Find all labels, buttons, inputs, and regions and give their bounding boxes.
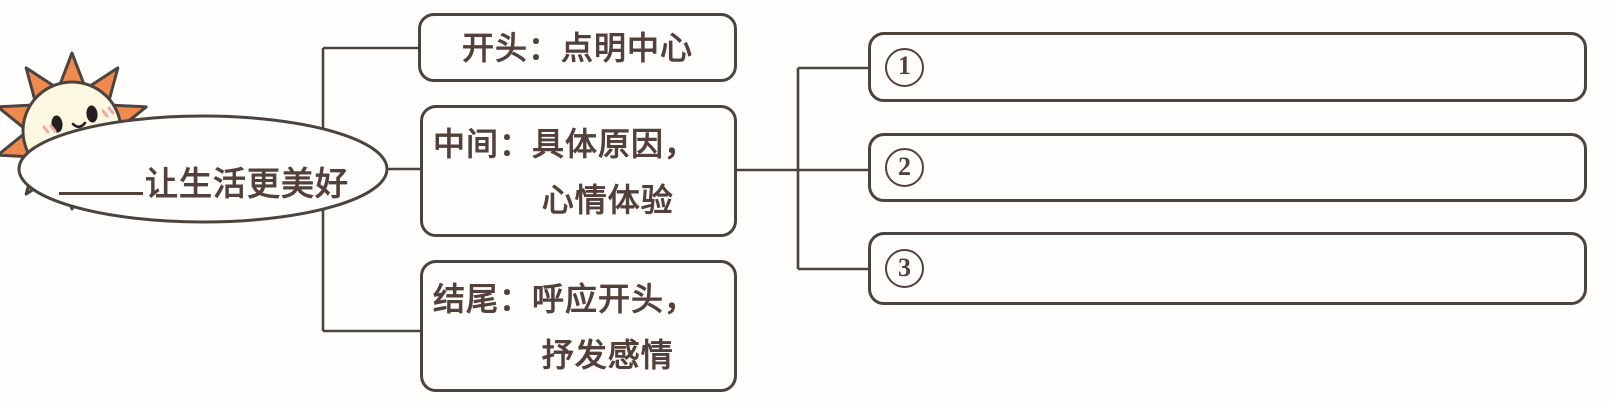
stage-middle-line-2: 心情体验 (541, 182, 674, 218)
sun-smile (71, 121, 87, 129)
point-box-1: 1 (868, 32, 1587, 102)
blank-underline: ____ (59, 148, 143, 195)
point-box-3: 3 (868, 232, 1587, 305)
stage-box-middle: 中间：具体原因， 心情体验 (420, 105, 737, 237)
stage-ending-line-1: 结尾：呼应开头， (433, 281, 698, 317)
stage-opening-text: 开头：点明中心 (461, 29, 693, 66)
circled-number-2: 2 (885, 148, 924, 187)
stage-box-opening: 开头：点明中心 (418, 13, 737, 82)
sun-blush-right (101, 106, 115, 118)
circled-number-3: 3 (885, 249, 924, 288)
root-topic: ____让生活更美好 (26, 148, 382, 203)
sun-blush-left (42, 124, 57, 134)
sun-eye-right (86, 105, 98, 123)
stage-ending-line-2: 抒发感情 (541, 337, 674, 373)
point-box-2: 2 (868, 133, 1587, 202)
stage-box-ending: 结尾：呼应开头， 抒发感情 (420, 260, 737, 392)
root-topic-label: 让生活更美好 (145, 167, 349, 203)
root-ellipse (17, 114, 389, 224)
stage-middle-line-1: 中间：具体原因， (433, 126, 698, 162)
circled-number-1: 1 (885, 47, 924, 87)
